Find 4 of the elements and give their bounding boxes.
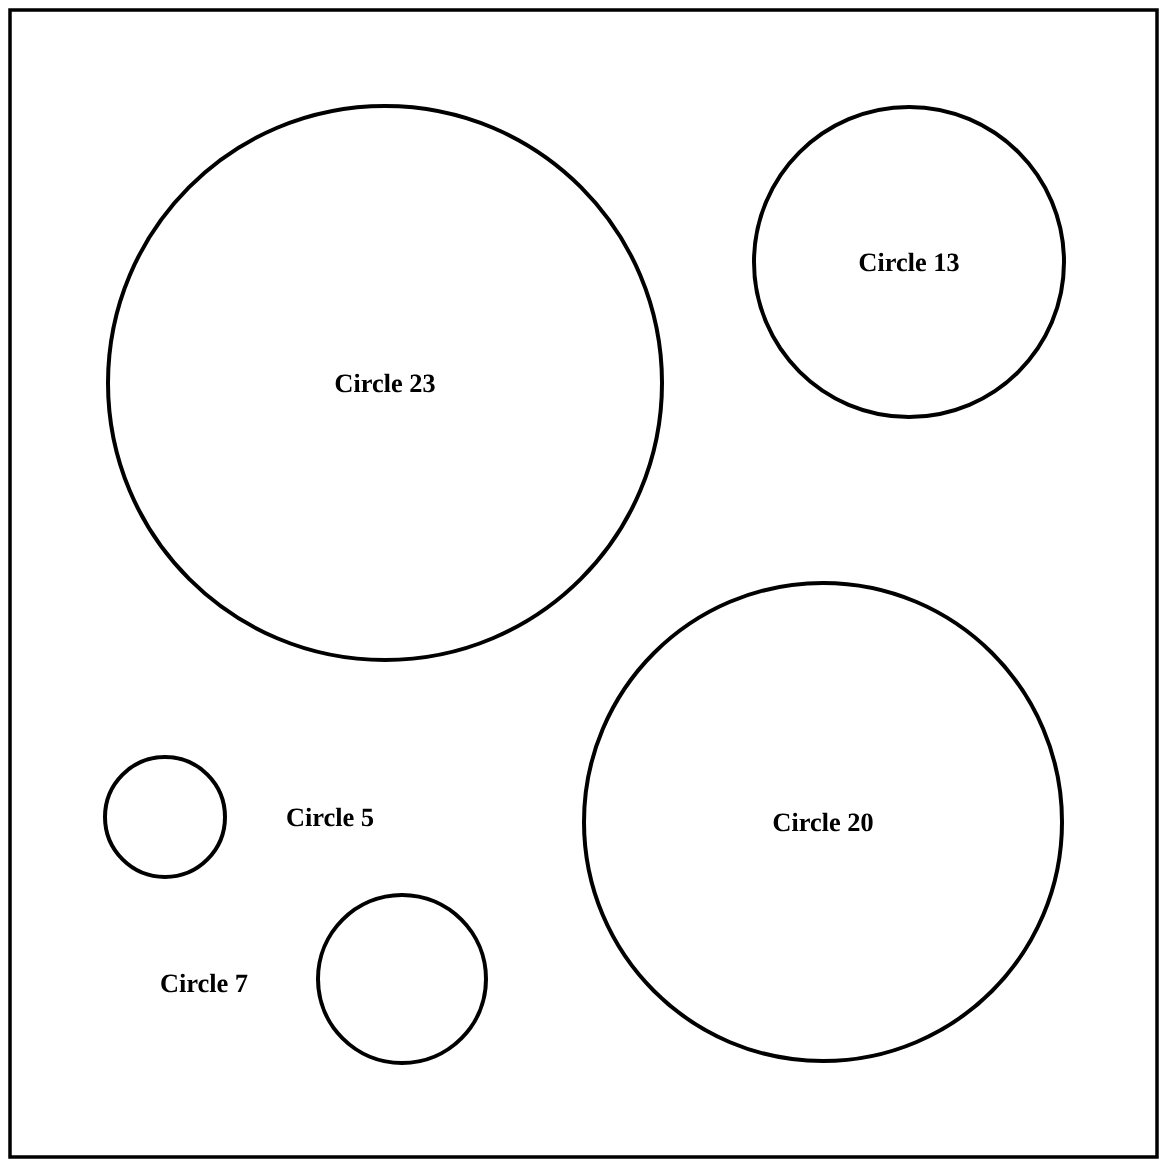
circle xyxy=(316,893,488,1065)
circle-label: Circle 7 xyxy=(161,973,248,993)
circle-label: Circle 5 xyxy=(287,807,374,827)
circle xyxy=(103,755,227,879)
